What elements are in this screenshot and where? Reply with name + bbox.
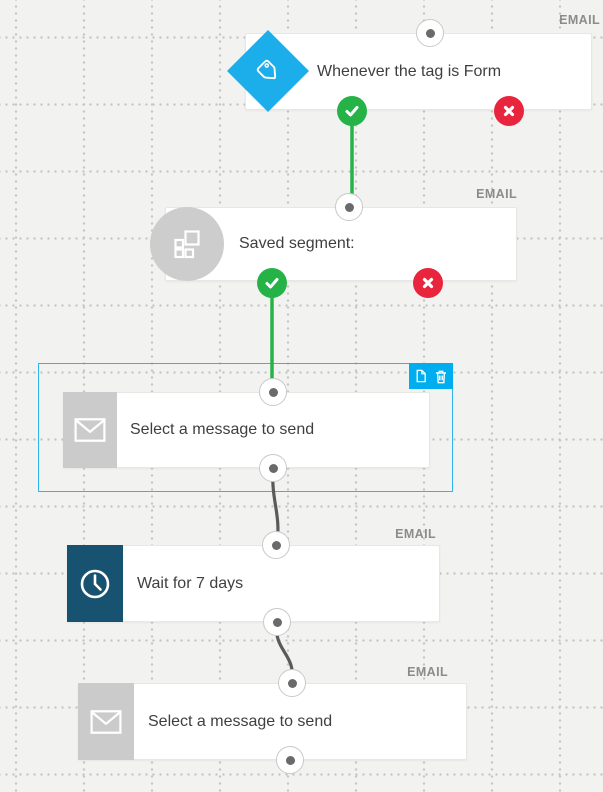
connector-dot (271, 540, 281, 550)
connector-dot (425, 28, 435, 38)
connector-node5-bottom[interactable] (276, 746, 304, 774)
tag-icon (226, 29, 310, 113)
trash-icon (435, 370, 446, 383)
node-card-send-message-2[interactable]: Select a message to send (78, 683, 467, 760)
node-card-wait[interactable]: Wait for 7 days (67, 545, 440, 622)
connector-node3-top[interactable] (259, 378, 287, 406)
connector-node2-top[interactable] (335, 193, 363, 221)
node-title: Select a message to send (148, 712, 333, 730)
cancel-button[interactable] (413, 268, 443, 298)
node-type-badge: EMAIL (476, 187, 517, 201)
envelope-icon (63, 392, 117, 468)
x-icon (503, 105, 515, 117)
node-type-badge: EMAIL (395, 527, 436, 541)
connector-dot (272, 617, 282, 627)
envelope-glyph (74, 418, 106, 442)
check-icon (265, 278, 279, 289)
envelope-icon (78, 683, 134, 760)
connector-node4-top[interactable] (262, 531, 290, 559)
tag-glyph (256, 59, 277, 80)
copy-node-icon[interactable] (413, 368, 428, 384)
node-type-badge: EMAIL (407, 665, 448, 679)
connector-dot (268, 387, 278, 397)
confirm-button[interactable] (257, 268, 287, 298)
confirm-button[interactable] (337, 96, 367, 126)
connector-node1-top[interactable] (416, 19, 444, 47)
connector-dot (268, 463, 278, 473)
connector-dot (285, 755, 295, 765)
clock-glyph (80, 569, 110, 598)
connector-dot (344, 202, 354, 212)
connector-node5-top[interactable] (278, 669, 306, 697)
node-title: Wait for 7 days (137, 574, 244, 592)
node-card-send-message-1[interactable]: Select a message to send (63, 392, 430, 468)
node-toolbar (409, 363, 453, 389)
cancel-button[interactable] (494, 96, 524, 126)
clock-icon (67, 545, 123, 622)
connector-node3-bottom[interactable] (259, 454, 287, 482)
envelope-glyph (90, 709, 122, 734)
segment-icon (150, 207, 224, 281)
x-icon (422, 277, 434, 289)
document-icon (416, 369, 427, 383)
check-icon (345, 106, 359, 117)
node-type-badge: EMAIL (559, 13, 600, 27)
delete-node-icon[interactable] (433, 368, 449, 385)
node-title: Saved segment: (239, 235, 355, 252)
connector-dot (287, 678, 297, 688)
node-title: Whenever the tag is Form (317, 62, 502, 80)
connector-node4-bottom[interactable] (263, 608, 291, 636)
node-selection-outline (38, 363, 453, 492)
node-title: Select a message to send (130, 421, 315, 438)
segment-glyph (174, 230, 200, 259)
